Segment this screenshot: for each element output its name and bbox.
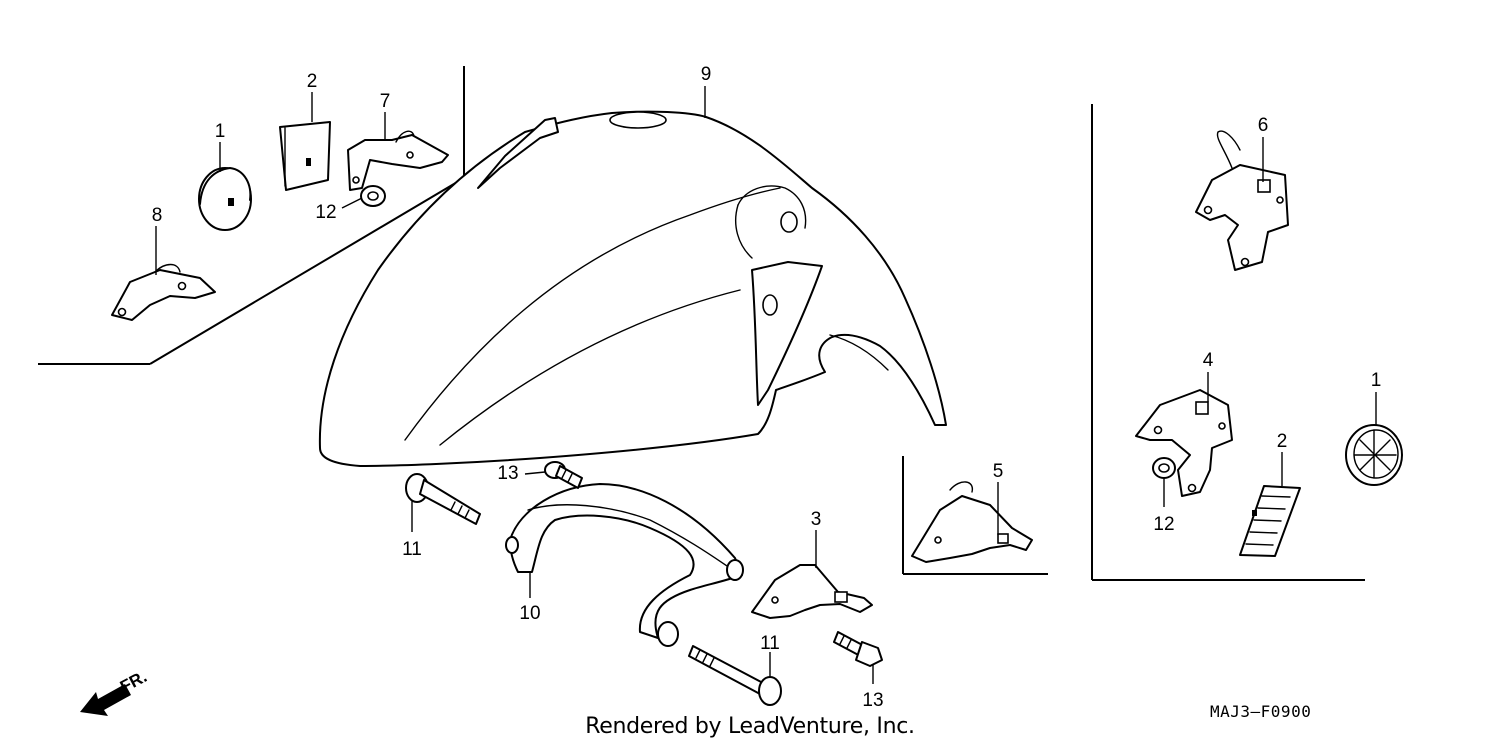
callout-6: 6 [1258,115,1269,136]
diagram-code: MAJ3—F0900 [1210,702,1312,721]
callout-2-left: 2 [307,71,318,92]
middle-inset-border [902,456,1048,575]
front-direction-arrow: FR. [80,667,150,716]
bolt-long-left [405,473,481,525]
reflector-round-left [198,167,252,231]
callout-9: 9 [701,64,712,85]
reflector-rectangular-left [279,121,331,191]
callout-13-top: 13 [497,463,518,484]
callout-1-right: 1 [1371,370,1382,391]
callout-1-left: 1 [215,121,226,142]
bolt-long-bottom [688,645,782,706]
render-credit: Rendered by LeadVenture, Inc. [585,714,915,739]
bracket-5 [911,481,1033,563]
nut-left [360,185,386,207]
left-inset-border [38,66,465,365]
callout-11-bottom: 11 [760,633,780,654]
callout-5: 5 [993,461,1004,482]
bracket-8 [111,263,216,321]
callout-2-right: 2 [1277,431,1288,452]
flange-bolt-bottom [833,631,883,667]
fender-brace [505,483,744,647]
callout-7: 7 [380,91,391,112]
callout-4: 4 [1203,350,1214,371]
callout-8: 8 [152,205,163,226]
nut-right [1152,457,1176,479]
bracket-4 [1135,389,1233,497]
bracket-6 [1195,130,1289,271]
callout-labels: 1 2 7 8 12 9 6 4 1 2 12 5 3 13 11 10 11 … [152,64,1382,711]
reflector-round-right [1345,424,1403,486]
front-fender [318,110,947,467]
callout-12-right: 12 [1153,514,1174,535]
callout-10: 10 [519,603,540,624]
leader-lines [155,86,1377,684]
callout-3: 3 [811,509,822,530]
bracket-7 [347,130,449,191]
arrow-left-down-icon [80,684,131,716]
reflector-rectangular-right [1239,485,1301,557]
callout-13-bottom: 13 [862,690,883,711]
right-inset-border [1091,104,1365,581]
flange-bolt-top [544,461,583,489]
callout-12-left: 12 [315,202,336,223]
bracket-3 [751,564,873,619]
callout-11-left: 11 [402,539,422,560]
